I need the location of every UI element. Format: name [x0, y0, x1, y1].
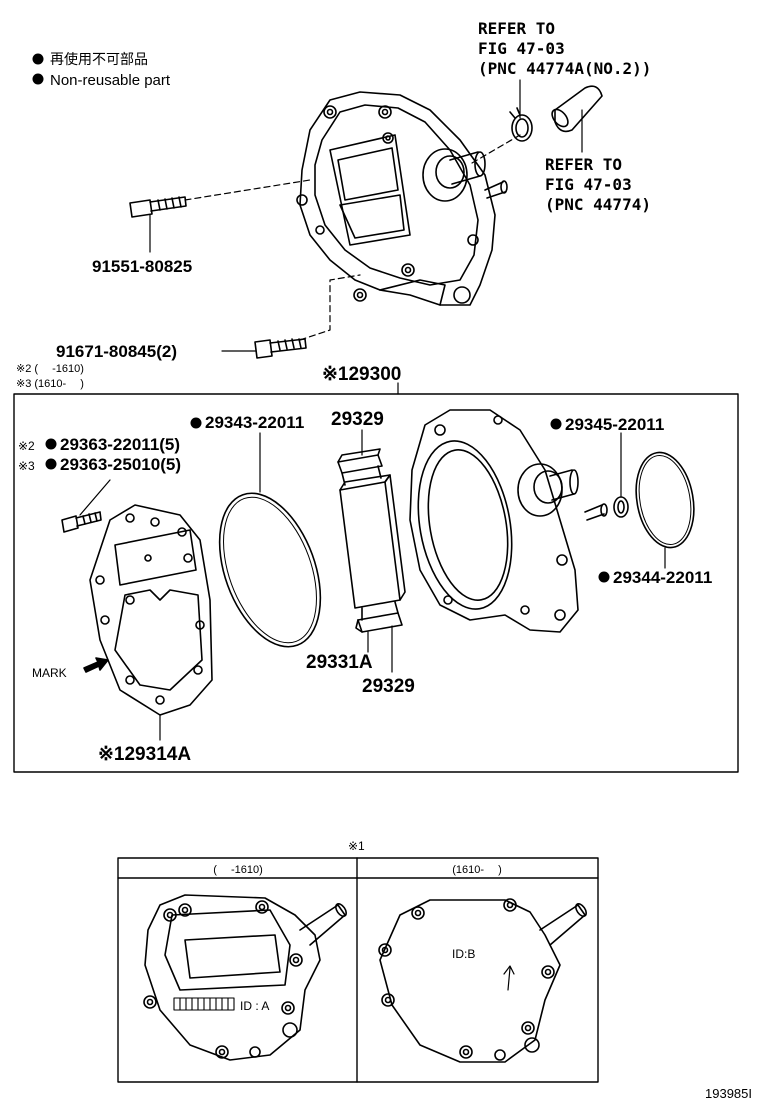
detail-pump-b-drawing [378, 898, 587, 1063]
part-29314: ※129314A [98, 744, 191, 765]
small-ring-29345-drawing [613, 496, 629, 518]
note-2: ※2 ( -1610) [16, 363, 84, 375]
bolt-91551-drawing [129, 196, 187, 218]
vane-29331-drawing [339, 474, 406, 609]
detail-title: ※1 [348, 839, 365, 853]
ref2-line3: (PNC 44774) [545, 195, 651, 214]
non-reusable-dot-icon [550, 418, 562, 430]
part-29329-bottom: 29329 [362, 676, 415, 697]
id-mark-bars [173, 997, 235, 1011]
vacuum-pump-top-drawing [296, 91, 508, 306]
ref2-line2: FIG 47-03 [545, 175, 632, 194]
id-a-label: ID : A [240, 999, 269, 1013]
legend-en: Non-reusable part [50, 72, 171, 89]
bullet-icon [32, 73, 44, 85]
detail-table-frame [117, 857, 599, 1083]
detail-col2: (1610- ) [452, 864, 502, 876]
part-29344: 29344-22011 [613, 568, 712, 587]
prefix-29363a: ※2 [18, 439, 35, 453]
non-reusable-dot-icon [190, 417, 202, 429]
ref1-line1: REFER TO [478, 19, 555, 38]
mark-arrow-icon [83, 657, 109, 673]
assembly-box [13, 393, 739, 773]
figure-number: 193985I [705, 1086, 752, 1101]
non-reusable-dot-icon [45, 458, 57, 470]
cover-plate-drawing [89, 504, 213, 716]
part-91671: 91671-80845(2) [56, 342, 177, 361]
rotor-29329-bottom-drawing [355, 601, 403, 633]
legend-jp: 再使用不可部品 [50, 51, 148, 67]
leader-lines-top [149, 79, 583, 352]
alignment-lines [184, 134, 521, 341]
part-29363b: 29363-25010(5) [60, 455, 181, 474]
note-3: ※3 (1610- ) [16, 378, 84, 390]
o-ring-29343-drawing [218, 492, 322, 648]
pump-housing-drawing [409, 409, 608, 633]
part-29363a: 29363-22011(5) [60, 435, 180, 454]
hose-drawing [551, 85, 603, 133]
part-29343: 29343-22011 [205, 413, 304, 432]
detail-col1: ( -1610) [213, 864, 263, 876]
part-29329-top: 29329 [331, 409, 384, 430]
hose-clamp-drawing [509, 107, 533, 142]
screw-29363-drawing [61, 511, 102, 533]
mark-label: MARK [32, 666, 67, 680]
part-29331: 29331A [306, 652, 373, 673]
ref1-line2: FIG 47-03 [478, 39, 565, 58]
bullet-icon [32, 53, 44, 65]
non-reusable-dot-icon [598, 571, 610, 583]
part-29345: 29345-22011 [565, 415, 664, 434]
prefix-29363b: ※3 [18, 459, 35, 473]
part-91551: 91551-80825 [92, 257, 192, 276]
ref1-line3: (PNC 44774A(NO.2)) [478, 59, 651, 78]
bolt-91671-drawing [254, 338, 307, 359]
ref2-line1: REFER TO [545, 155, 622, 174]
id-b-label: ID:B [452, 947, 475, 961]
detail-pump-a-drawing [143, 894, 347, 1061]
non-reusable-dot-icon [45, 438, 57, 450]
rotor-29329-top-drawing [337, 448, 383, 486]
assembly-number: ※129300 [322, 364, 401, 385]
o-ring-29344-drawing [635, 451, 695, 549]
